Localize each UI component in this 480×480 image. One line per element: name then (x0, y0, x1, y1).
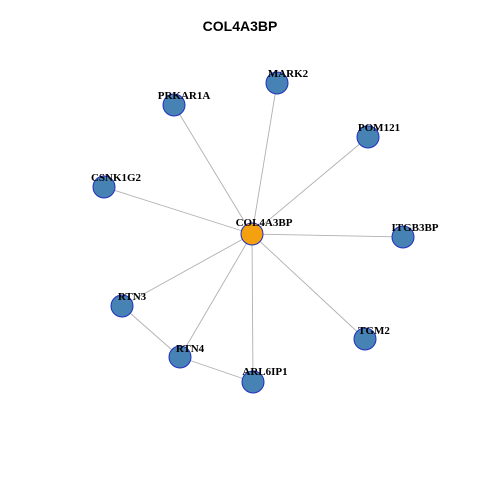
node-circle (265, 71, 289, 95)
node-circle (110, 294, 134, 318)
node-label: COL4A3BP (236, 217, 293, 229)
edge-col4a3bp-mark2 (251, 82, 278, 235)
node-tgm2[interactable]: TGM2 (353, 325, 390, 351)
node-label: RTN4 (176, 343, 205, 355)
edge-rtn4-arl6ip1 (179, 356, 254, 383)
node-mark2[interactable]: MARK2 (265, 68, 309, 95)
node-label: POM121 (358, 122, 400, 134)
node-rtn4[interactable]: RTN4 (168, 343, 205, 369)
node-label: CSNK1G2 (91, 172, 142, 184)
node-circle (356, 125, 380, 149)
edge-col4a3bp-prkar1a (173, 104, 253, 235)
edge-col4a3bp-arl6ip1 (251, 233, 254, 383)
node-col4a3bp[interactable]: COL4A3BP (236, 217, 293, 246)
node-label: RTN3 (118, 291, 147, 303)
edge-col4a3bp-csnk1g2 (103, 186, 253, 235)
node-csnk1g2[interactable]: CSNK1G2 (91, 172, 142, 199)
node-itgb3bp[interactable]: ITGB3BP (391, 222, 439, 249)
node-prkar1a[interactable]: PRKAR1A (158, 90, 211, 117)
edge-col4a3bp-tgm2 (251, 233, 366, 340)
node-circle (168, 345, 192, 369)
node-circle (353, 327, 377, 351)
node-label: MARK2 (268, 68, 309, 80)
edge-rtn3-rtn4 (121, 305, 181, 358)
node-circle (241, 370, 265, 394)
edge-col4a3bp-rtn4 (179, 233, 253, 358)
node-label: PRKAR1A (158, 90, 211, 102)
node-arl6ip1[interactable]: ARL6IP1 (241, 366, 288, 394)
node-circle (391, 225, 415, 249)
node-circle (240, 222, 264, 246)
edge-col4a3bp-pom121 (251, 136, 369, 235)
node-pom121[interactable]: POM121 (356, 122, 400, 149)
node-label: ITGB3BP (391, 222, 438, 234)
edge-col4a3bp-rtn3 (121, 233, 253, 307)
diagram-title: COL4A3BP (202, 18, 278, 34)
edge-col4a3bp-itgb3bp (251, 233, 404, 238)
node-circle (92, 175, 116, 199)
node-rtn3[interactable]: RTN3 (110, 291, 147, 318)
node-label: ARL6IP1 (242, 366, 287, 378)
edge-layer (103, 82, 404, 383)
node-label: TGM2 (358, 325, 390, 337)
node-circle (162, 93, 186, 117)
